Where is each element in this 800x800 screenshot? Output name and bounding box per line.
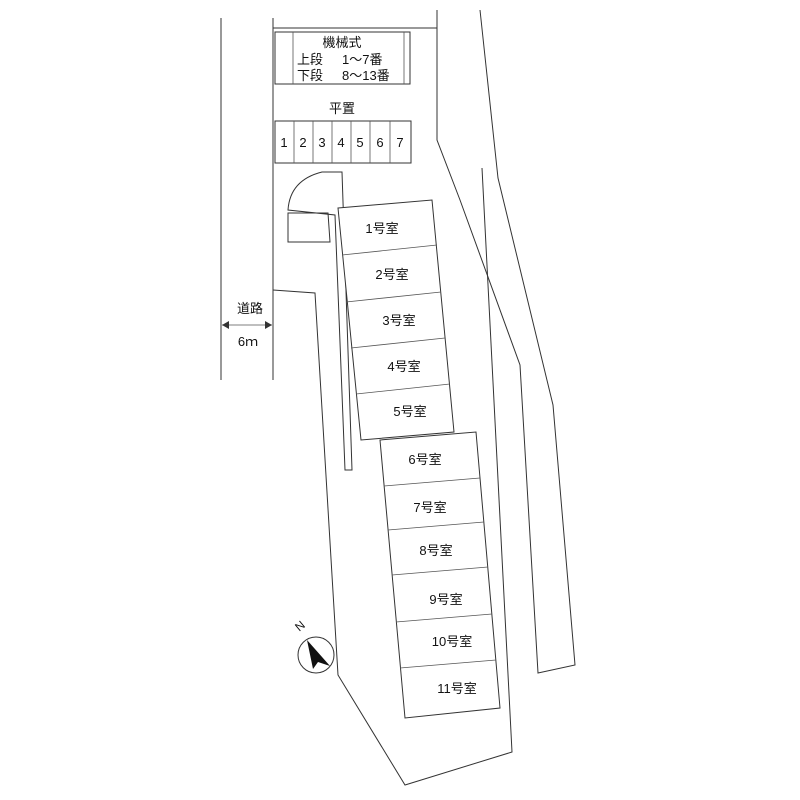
mechanical-lower-label: 下段 (297, 68, 323, 83)
flat-space-4: 4 (337, 135, 344, 150)
flat-space-5: 5 (356, 135, 363, 150)
south-wing-outline (379, 431, 501, 719)
mechanical-upper-range: 1〜7番 (342, 52, 382, 67)
room-labels: 1号室 2号室 3号室 4号室 5号室 6号室 7号室 8号室 9号室 10号室… (365, 221, 476, 696)
flat-space-2: 2 (299, 135, 306, 150)
flat-space-1: 1 (280, 135, 287, 150)
room-label-9: 9号室 (429, 592, 462, 607)
room-label-11: 11号室 (437, 681, 477, 696)
mechanical-parking-title: 機械式 (322, 35, 361, 50)
road-width: 6ｍ (238, 334, 258, 349)
site-boundary-east (436, 9, 576, 674)
building-south-wing (379, 431, 501, 719)
room-label-7: 7号室 (413, 500, 446, 515)
dimension-arrow-right-icon (265, 321, 272, 329)
room-label-10: 10号室 (432, 634, 472, 649)
flat-space-3: 3 (318, 135, 325, 150)
room-label-5: 5号室 (393, 404, 426, 419)
flat-parking-frame (274, 120, 412, 164)
mechanical-parking: 機械式 上段 1〜7番 下段 8〜13番 (274, 31, 411, 85)
compass: N (292, 618, 335, 674)
annex-outline (287, 171, 353, 471)
compass-north-label: N (292, 618, 308, 634)
building-north-wing (337, 199, 455, 441)
north-wing-outline (337, 199, 455, 441)
annex-stair (287, 212, 331, 243)
room-label-4: 4号室 (387, 359, 420, 374)
mechanical-upper-label: 上段 (297, 52, 323, 67)
dimension-arrow-left-icon (222, 321, 229, 329)
north-arrow-icon (307, 640, 330, 669)
flat-space-7: 7 (396, 135, 403, 150)
building-annex (287, 171, 353, 471)
site-boundary-north (273, 10, 438, 29)
room-label-6: 6号室 (408, 452, 441, 467)
site-boundary (272, 9, 576, 786)
road-label: 道路 (237, 301, 263, 316)
road-dimension: 道路 6ｍ (222, 301, 272, 349)
flat-parking-title: 平置 (329, 101, 355, 116)
road (220, 18, 274, 380)
room-label-2: 2号室 (375, 267, 408, 282)
flat-parking: 平置 1 2 3 4 5 6 7 (274, 101, 412, 164)
room-label-3: 3号室 (382, 313, 415, 328)
mechanical-lower-range: 8〜13番 (342, 68, 390, 83)
flat-space-6: 6 (376, 135, 383, 150)
mechanical-parking-frame (274, 31, 411, 85)
site-boundary-west (272, 167, 513, 786)
room-label-8: 8号室 (419, 543, 452, 558)
room-label-1: 1号室 (365, 221, 398, 236)
